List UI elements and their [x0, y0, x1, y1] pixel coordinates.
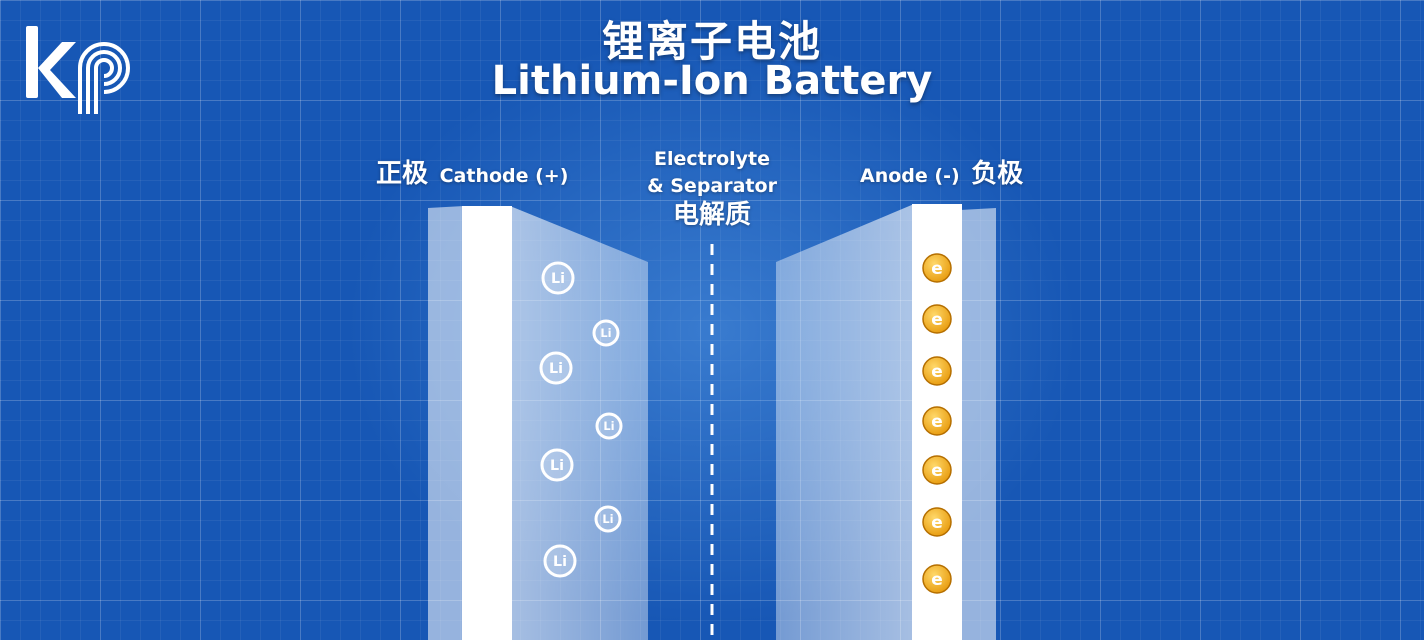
title-english: Lithium-Ion Battery [491, 58, 933, 104]
lithium-ion: Li [543, 544, 577, 578]
electron-label: e [931, 412, 943, 432]
lithium-ion: Li [594, 505, 622, 533]
electron-disc [922, 455, 952, 485]
lithium-ion-label: Li [549, 361, 563, 377]
lithium-ion-label: Li [602, 512, 613, 526]
lithium-ion-ring [541, 261, 575, 295]
electrolyte-label-zh: 电解质 [672, 200, 751, 230]
electron-disc [922, 253, 952, 283]
electron-label: e [931, 259, 943, 279]
electron-label: e [931, 362, 943, 382]
lithium-ion-ring [592, 319, 620, 347]
electron-disc [922, 564, 952, 594]
electron-label: e [931, 513, 943, 533]
lithium-ion-ring [539, 351, 573, 385]
electron: e [922, 455, 952, 485]
electron: e [922, 356, 952, 386]
lithium-ion-ring [540, 448, 574, 482]
electron-disc [922, 507, 952, 537]
title-chinese: 锂离子电池 [601, 17, 822, 66]
lithium-ion-label: Li [553, 554, 567, 570]
electron-label: e [931, 310, 943, 330]
lithium-ion-label: Li [551, 271, 565, 287]
electron: e [922, 507, 952, 537]
lithium-ion-ring [594, 505, 622, 533]
lithium-ion: Li [595, 412, 623, 440]
cathode-current-collector [462, 206, 512, 640]
lithium-ion-ring [595, 412, 623, 440]
lithium-ion: Li [540, 448, 574, 482]
lithium-ion: Li [541, 261, 575, 295]
kp-logo-icon [26, 26, 130, 114]
electron-label: e [931, 461, 943, 481]
cathode-plate [428, 206, 648, 640]
electron-disc [922, 406, 952, 436]
anode-label-en: Anode (-) [860, 165, 960, 187]
cathode-active-layer [510, 206, 648, 640]
electrolyte-label-en-line2: & Separator [647, 175, 777, 197]
electron: e [922, 406, 952, 436]
anode-back-edge [960, 208, 996, 640]
electrolyte-label-en-line1: Electrolyte [653, 148, 770, 170]
electron-disc [922, 304, 952, 334]
lithium-ion: Li [539, 351, 573, 385]
lithium-ion-ring [543, 544, 577, 578]
cathode-label-en: Cathode (+) [439, 165, 569, 187]
anode-active-layer [776, 204, 914, 640]
electrolyte-label: Electrolyte & Separator 电解质 [612, 146, 812, 229]
electron-label: e [931, 570, 943, 590]
cathode-back-edge [428, 206, 464, 640]
cathode-label-zh: 正极 [376, 159, 429, 189]
electron: e [922, 304, 952, 334]
lithium-ion: Li [592, 319, 620, 347]
electron: e [922, 253, 952, 283]
electron-disc [922, 356, 952, 386]
lithium-ion-label: Li [550, 458, 564, 474]
lithium-ion-label: Li [600, 326, 611, 340]
electrons: e e e e e e e [922, 253, 952, 594]
anode-plate [776, 204, 996, 640]
anode-label: Anode (-) 负极 [860, 153, 1023, 190]
cathode-label: 正极 Cathode (+) [376, 153, 568, 190]
lithium-ion-label: Li [603, 419, 614, 433]
electron: e [922, 564, 952, 594]
anode-label-zh: 负极 [971, 159, 1024, 189]
